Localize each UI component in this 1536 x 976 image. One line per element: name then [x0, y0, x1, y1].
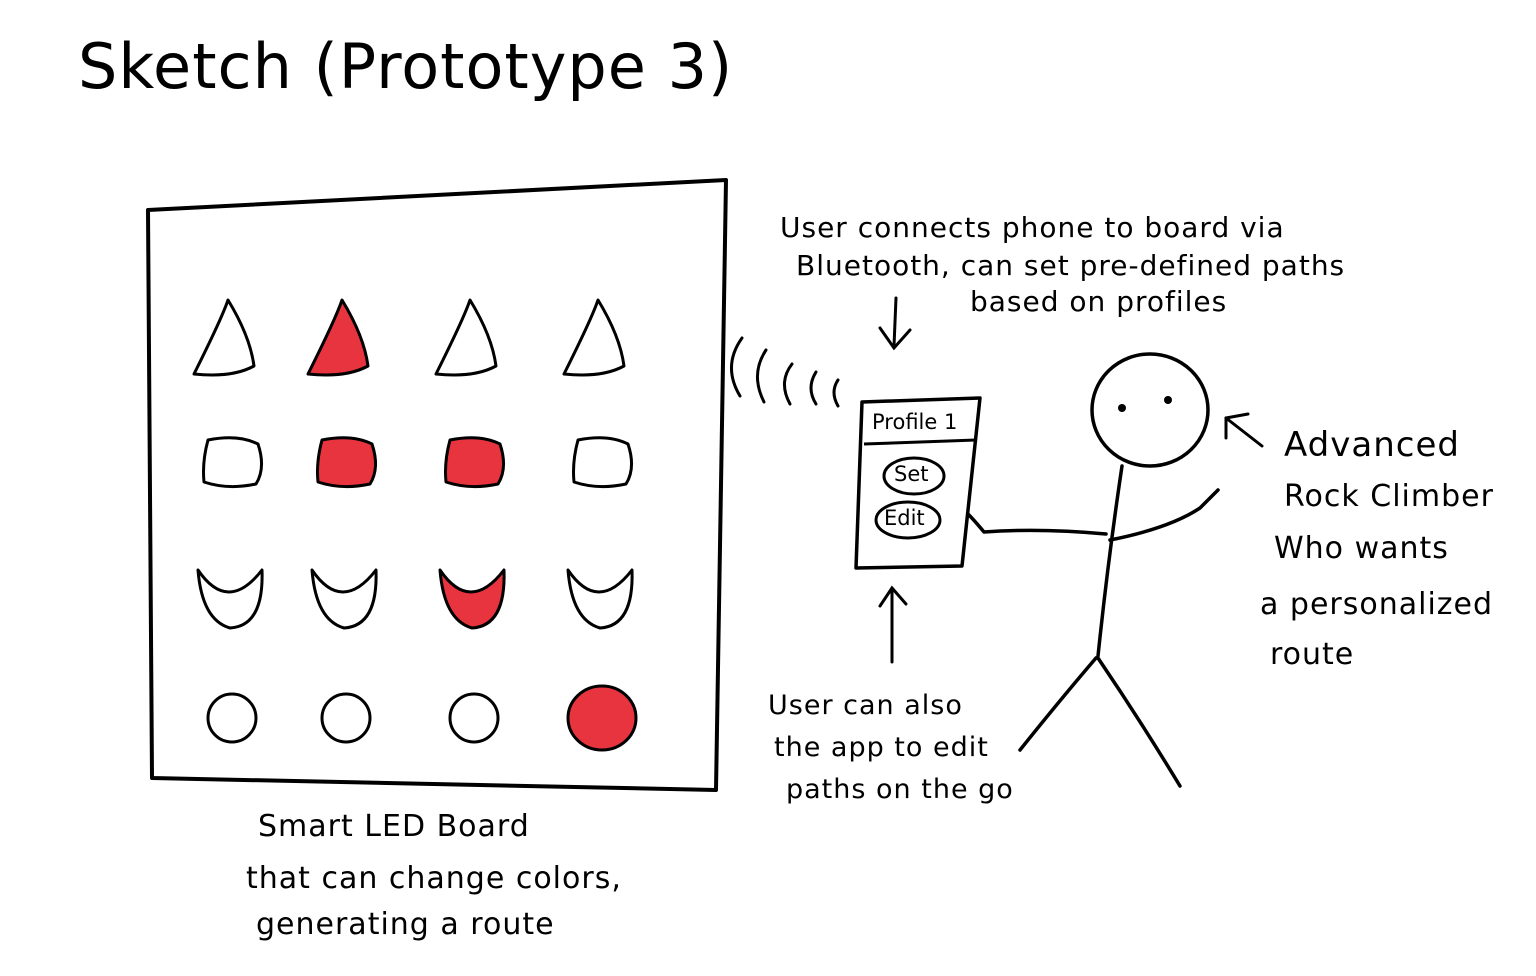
- arrow-to-climber-icon: [1224, 412, 1264, 448]
- phone-profile-header: Profile 1: [872, 410, 958, 434]
- led-hold-triangle-r1-c2-lit: [306, 298, 370, 377]
- led-hold-circle-r4-c4-lit: [566, 684, 638, 752]
- led-board-frame: [146, 178, 728, 792]
- led-hold-crescent-r3-c3-lit: [438, 568, 506, 630]
- climber-arm-left: [966, 512, 1108, 536]
- arrow-from-note-to-phone-icon: [878, 585, 908, 664]
- led-hold-circle-r4-c3: [448, 692, 500, 744]
- phone-header-divider: [863, 438, 977, 446]
- climber-note-line-5: route: [1270, 637, 1355, 672]
- led-hold-crescent-r3-c4: [566, 568, 634, 630]
- phone-edit-button[interactable]: [874, 500, 942, 540]
- edit-note-line-3: paths on the go: [786, 774, 1014, 805]
- climber-figure: [966, 352, 1220, 788]
- led-hold-rounded-square-r2-c1: [202, 436, 263, 489]
- climber-note-line-1: Advanced: [1284, 425, 1460, 465]
- climber-note-line-2: Rock Climber: [1284, 479, 1494, 514]
- board-caption-line-2: that can change colors,: [246, 861, 622, 896]
- climber-note-line-3: Who wants: [1274, 531, 1449, 566]
- edit-note-line-1: User can also: [768, 690, 963, 721]
- arrow-to-phone-icon: [878, 296, 912, 351]
- climber-note-line-4: a personalized: [1260, 587, 1494, 622]
- led-hold-rounded-square-r2-c4: [572, 436, 633, 489]
- bluetooth-note-line-1: User connects phone to board via: [780, 211, 1285, 244]
- led-holds: [192, 298, 638, 752]
- page-title: Sketch (Prototype 3): [78, 30, 734, 103]
- led-hold-rounded-square-r2-c3-lit: [444, 436, 505, 489]
- climber-arm-right: [1108, 488, 1220, 542]
- climber-eye-left: [1118, 404, 1126, 412]
- phone-edit-label[interactable]: Edit: [884, 506, 925, 530]
- bluetooth-signal-icon: [730, 336, 840, 408]
- edit-note-line-2: the app to edit: [774, 732, 989, 763]
- climber-leg-left: [1018, 656, 1098, 752]
- climber-body: [1096, 464, 1124, 658]
- led-hold-triangle-r1-c4: [562, 298, 626, 377]
- climber-leg-right: [1096, 656, 1182, 788]
- led-hold-triangle-r1-c1: [192, 298, 256, 377]
- board-caption-line-1: Smart LED Board: [258, 809, 530, 844]
- phone-set-label[interactable]: Set: [894, 462, 929, 486]
- climber-eye-right: [1164, 396, 1172, 404]
- led-hold-crescent-r3-c2: [310, 568, 378, 630]
- bluetooth-note-line-2: Bluetooth, can set pre-defined paths: [796, 249, 1346, 282]
- phone-app: [854, 396, 982, 570]
- led-hold-circle-r4-c1: [206, 692, 258, 744]
- led-hold-triangle-r1-c3: [434, 298, 498, 377]
- board-caption-line-3: generating a route: [256, 907, 555, 942]
- led-hold-circle-r4-c2: [320, 692, 372, 744]
- climber-head: [1090, 352, 1210, 468]
- phone-body: [854, 396, 982, 570]
- led-hold-crescent-r3-c1: [196, 568, 264, 630]
- phone-set-button[interactable]: [882, 456, 946, 496]
- led-hold-rounded-square-r2-c2-lit: [316, 436, 377, 489]
- bluetooth-note-line-3: based on profiles: [970, 285, 1228, 318]
